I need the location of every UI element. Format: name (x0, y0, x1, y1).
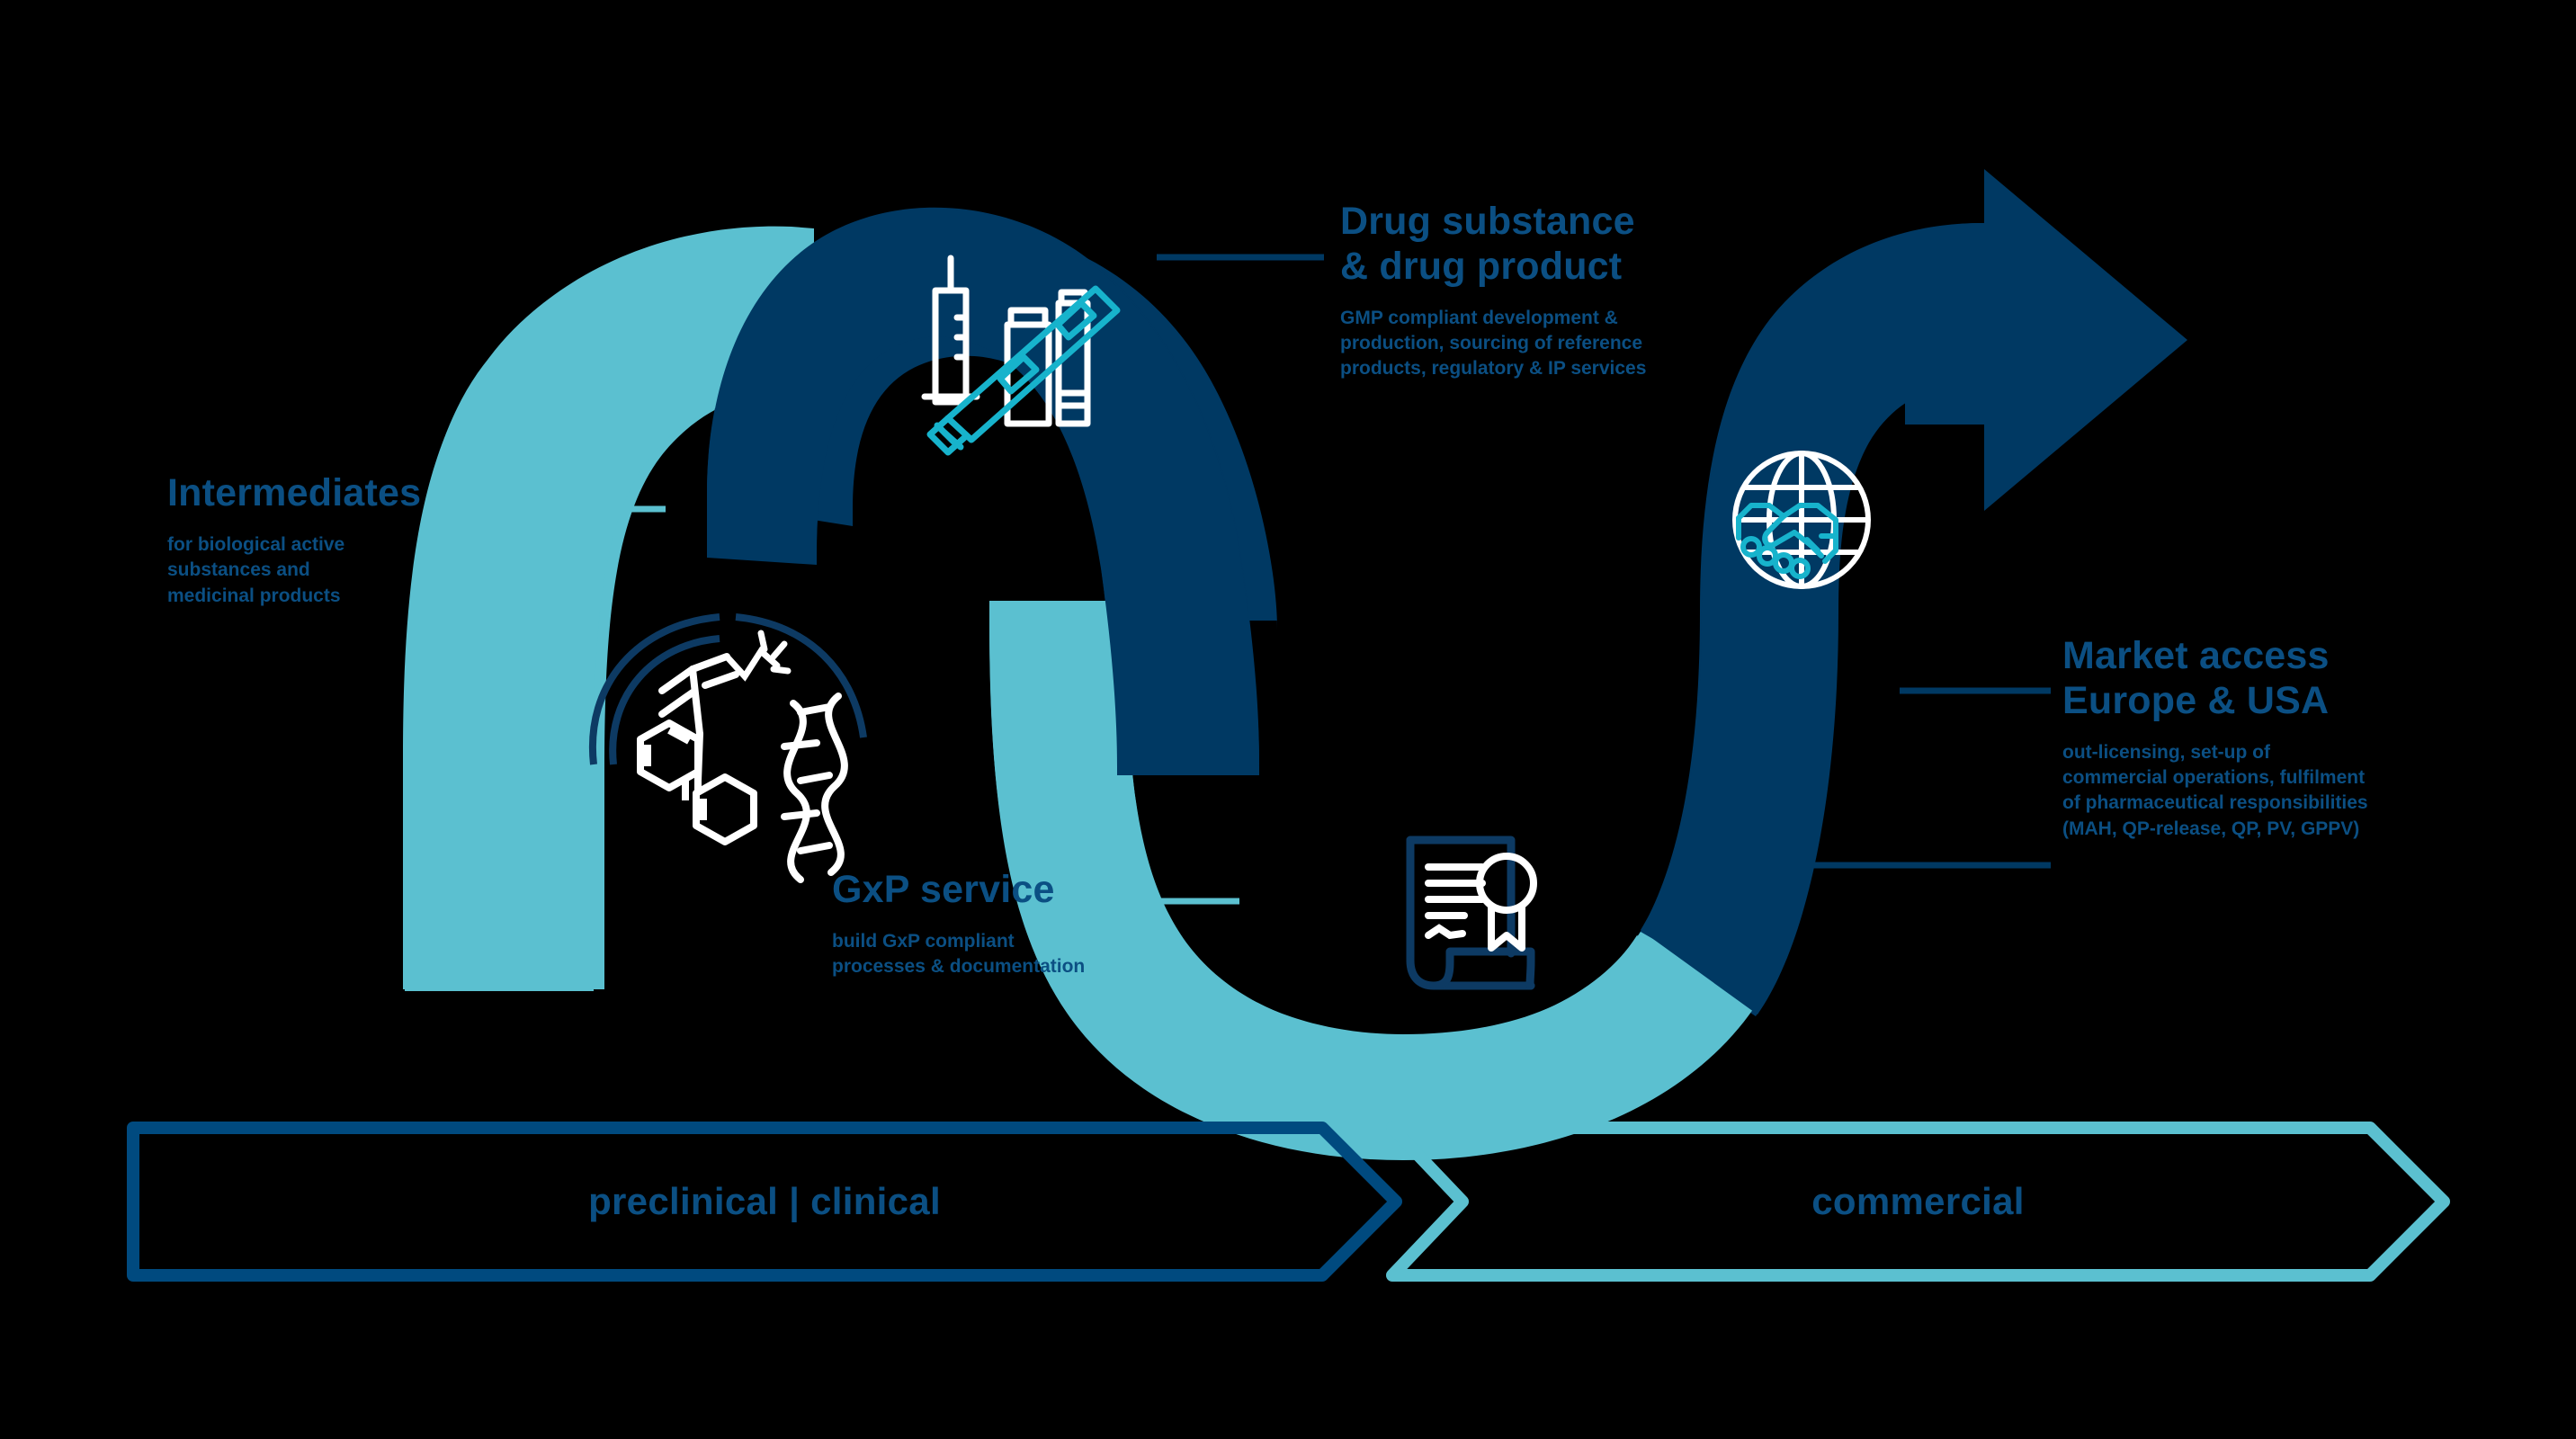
syringe-vial-pen-icon (921, 255, 1121, 456)
callout-title-gxp-service: GxP service (832, 868, 1055, 911)
ribbon-smooth-overlay (405, 169, 2187, 1160)
callout-title-drug-substance: Drug substance & drug product (1340, 200, 1635, 288)
certificate-seal-icon (1406, 836, 1537, 990)
callout-body-gxp-service: build GxP compliant processes & document… (832, 930, 1086, 978)
callout-drug-substance: Drug substance & drug product GMP compli… (1340, 200, 1808, 382)
phase-bar-preclinical-clinical: preclinical | clinical (126, 1121, 1403, 1283)
callout-market-access: Market access Europe & USA out-licensing… (2062, 634, 2530, 842)
phase-bar-preclinical-shape (127, 1122, 1402, 1282)
molecule-dna-antibody-icon (588, 613, 867, 883)
phase-bar-label-preclinical-clinical: preclinical | clinical (588, 1180, 941, 1222)
callout-title-market-access: Market access Europe & USA (2062, 634, 2330, 722)
globe-handshake-icon (1732, 451, 1871, 589)
callout-intermediates: Intermediates for biological active subs… (167, 471, 545, 609)
callout-body-market-access: out-licensing, set-up of commercial oper… (2062, 741, 2368, 839)
phase-bar-label-commercial: commercial (1811, 1180, 2025, 1222)
callout-gxp-service: GxP service build GxP compliant processe… (832, 868, 1246, 980)
phase-bar-commercial: commercial (1385, 1121, 2451, 1283)
phase-bar-commercial-shape (1386, 1122, 2450, 1282)
callout-body-drug-substance: GMP compliant development & production, … (1340, 307, 1647, 380)
callout-body-intermediates: for biological active substances and med… (167, 533, 345, 606)
callout-title-intermediates: Intermediates (167, 471, 422, 514)
